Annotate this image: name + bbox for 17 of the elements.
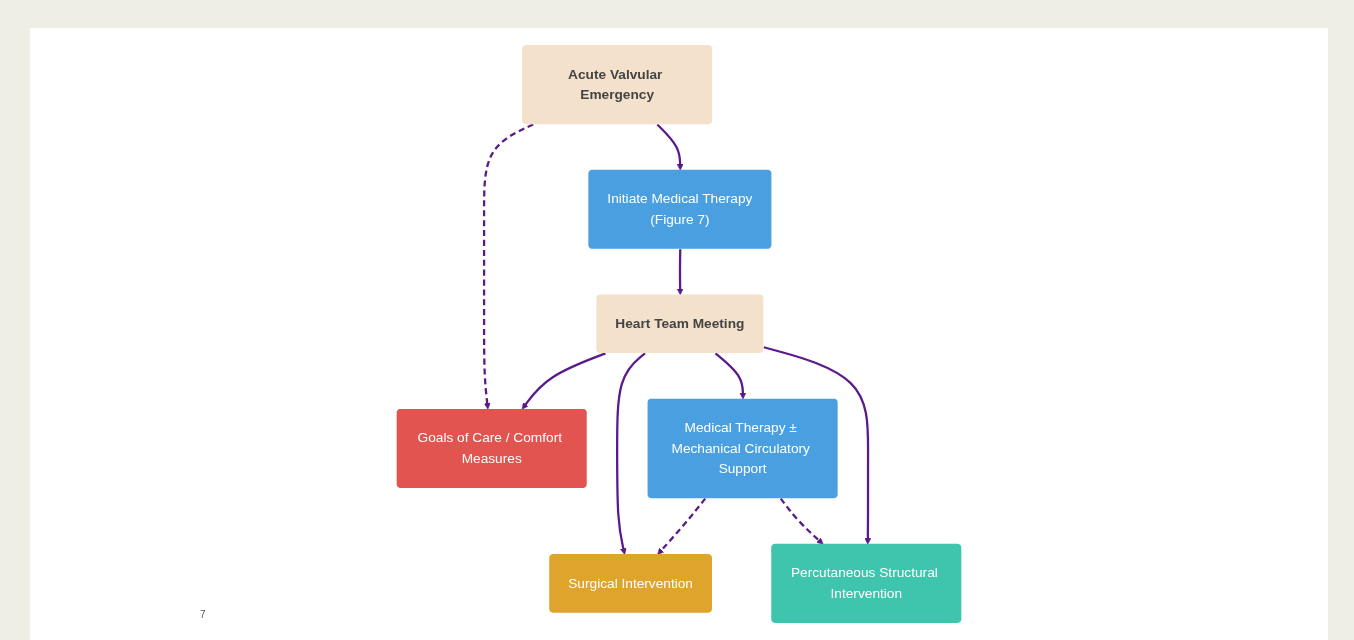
arrow bbox=[779, 497, 824, 545]
node-box: Acute Valvular Emergency bbox=[522, 45, 713, 125]
node-box: Initiate Medical Therapy (Figure 7) bbox=[588, 169, 772, 249]
node-box: Goals of Care / Comfort Measures bbox=[396, 408, 587, 488]
arrow bbox=[763, 346, 872, 545]
arrow bbox=[656, 123, 684, 171]
node-box: Heart Team Meeting bbox=[596, 294, 764, 353]
arrow bbox=[714, 352, 747, 400]
arrow bbox=[521, 352, 606, 410]
node-box: Surgical Intervention bbox=[549, 554, 712, 613]
node-box: Percutaneous Structural Intervention bbox=[771, 543, 962, 623]
arrow bbox=[657, 497, 707, 555]
arrow bbox=[482, 123, 534, 410]
node-box: Medical Therapy ± Mechanical Circulatory Support bbox=[647, 398, 838, 499]
arrow bbox=[676, 249, 684, 296]
page-number: 7 bbox=[200, 609, 206, 620]
arrow bbox=[616, 352, 646, 555]
